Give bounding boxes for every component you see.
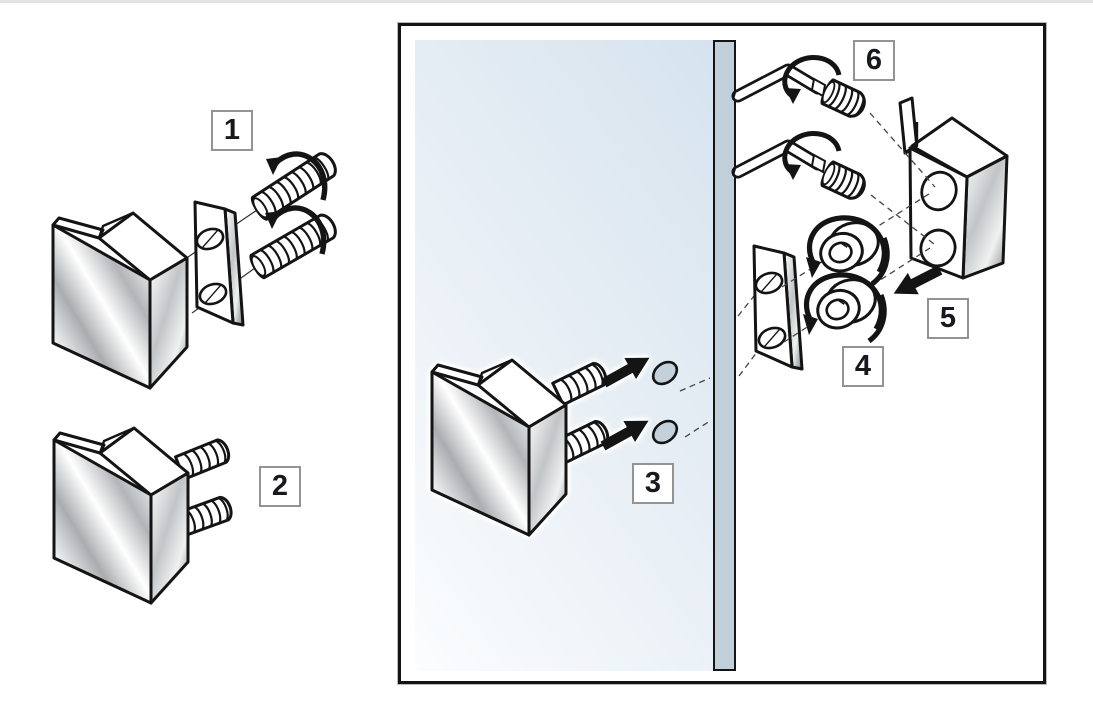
allen-key-icon: [733, 70, 825, 100]
step-number: 6: [865, 44, 883, 76]
step-label-4: 4: [842, 346, 884, 387]
glass-holes: [651, 360, 679, 445]
step-number: 3: [644, 467, 662, 499]
mounting-plate: [751, 244, 804, 371]
step-label-2: 2: [259, 466, 301, 507]
step1-handle-and-screws: [51, 148, 341, 390]
step-number: 2: [271, 470, 289, 502]
top-divider: [0, 0, 1093, 3]
handle-block: [52, 426, 190, 605]
allen-key-icon: [733, 146, 825, 176]
mounting-plate: [192, 200, 245, 327]
steps-3-6-illustration: [430, 26, 1009, 537]
handle-block: [51, 211, 189, 390]
step-number: 5: [939, 302, 957, 334]
steps-1-2-illustration: [51, 148, 341, 605]
axis-dashes: [679, 285, 764, 438]
glass-edge: [713, 40, 736, 671]
step-label-6: 6: [853, 40, 895, 81]
insert-arrow-icon: [598, 347, 656, 394]
step2-handle-with-screws: [52, 426, 236, 605]
screw-stub: [551, 359, 611, 407]
handle-block: [430, 358, 568, 537]
step-number: 4: [854, 350, 872, 382]
step-number: 1: [223, 114, 241, 146]
step-label-1: 1: [211, 110, 253, 151]
grub-screw: [817, 77, 870, 122]
step-label-5: 5: [927, 298, 969, 339]
glass-panel: [415, 40, 713, 671]
step-label-3: 3: [632, 463, 674, 504]
grub-screw: [817, 159, 870, 204]
step3-handle-through-glass: [430, 347, 656, 537]
clamp-block: [898, 96, 1009, 280]
assembly-panel: Fixer les poignées à l’aide d’une clé Al…: [397, 22, 1047, 685]
